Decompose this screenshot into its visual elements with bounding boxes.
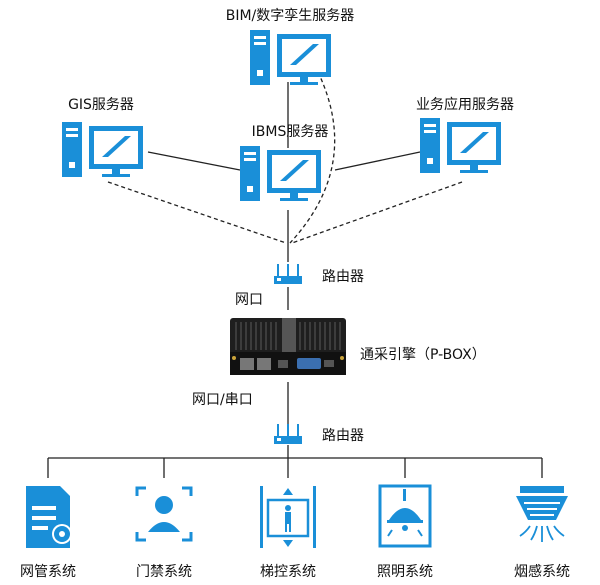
subsystem-network-management: 网管系统 [20,486,76,580]
server-bim: BIM/数字孪生服务器 [226,7,355,85]
router-icon [274,424,302,444]
server-ibms: IBMS服务器 [240,124,328,201]
server-computer-icon [250,30,331,85]
subsystem-access-control: 门禁系统 [135,486,193,580]
server-computer-icon [62,122,143,177]
router-icon [274,264,302,284]
subsystem-label: 烟感系统 [514,563,570,580]
elevator-icon [260,486,316,548]
connection-lines [47,71,543,478]
network-management-icon [26,486,72,548]
server-business-label: 业务应用服务器 [416,96,514,113]
server-computer-icon [240,146,321,201]
server-gis-label: GIS服务器 [68,97,134,113]
server-ibms-label: IBMS服务器 [252,124,329,140]
server-bim-label: BIM/数字孪生服务器 [226,7,355,24]
server-gis: GIS服务器 [62,97,143,177]
subsystem-label: 照明系统 [377,564,433,580]
subsystem-label: 网管系统 [20,564,76,580]
router-top: 路由器 [274,264,364,285]
smoke-detector-icon [516,486,568,542]
subsystem-smoke-detection: 烟感系统 [514,486,570,580]
lighting-icon [378,484,432,548]
server-business: 业务应用服务器 [416,96,514,173]
network-port-label: 网口 [235,292,263,308]
access-control-icon [135,486,193,542]
router-bottom-label: 路由器 [322,428,364,444]
subsystem-label: 梯控系统 [260,564,316,580]
router-bottom: 路由器 [274,424,364,444]
subsystem-lighting: 照明系统 [377,484,433,580]
port-serial-label: 网口/串口 [192,392,253,408]
subsystem-label: 门禁系统 [136,564,192,580]
subsystem-elevator-control: 梯控系统 [260,486,316,580]
server-computer-icon [420,118,501,173]
pbox-device [230,318,346,375]
engine-label: 通采引擎（P-BOX） [360,347,486,363]
router-top-label: 路由器 [322,269,364,285]
